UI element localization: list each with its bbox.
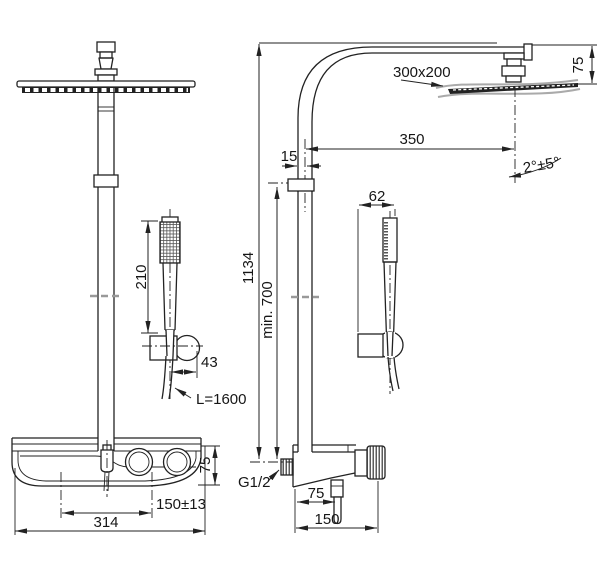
dimensions-front: 210 43 L=1600 75 150±13 314 [14, 220, 246, 535]
overhead-shower-front [16, 41, 196, 93]
dim-min-install-height: min. 700 [259, 281, 276, 339]
holder-bracket-side [357, 333, 384, 358]
dim-outlet-spacing: 150±13 [156, 496, 206, 513]
overhead-shower-side [259, 42, 581, 192]
wall-connection-nipple [280, 458, 294, 476]
dim-arm-reach: 350 [399, 131, 424, 148]
shower-hose-side [387, 356, 400, 392]
label-hose-length: L=1600 [196, 391, 246, 408]
mixer-knob-side [366, 445, 386, 480]
holder-ring-front [173, 334, 201, 362]
dim-hand-shower-length: 210 [133, 264, 150, 289]
dim-body-height-front: 75 [197, 457, 214, 474]
hand-shower-side [357, 211, 404, 394]
hand-shower-head-front [159, 221, 181, 264]
outlet-spout-side [333, 496, 342, 525]
riser-pipe-side [287, 139, 319, 452]
shower-arm-side [297, 46, 524, 192]
dim-holder-offset: 43 [201, 354, 218, 371]
mixer-body-front [11, 437, 202, 487]
mixer-knob-right [162, 447, 192, 477]
mixer-side [280, 444, 386, 525]
mixer-front [11, 437, 202, 497]
hand-shower-front [142, 209, 203, 400]
dim-spray-angle: 2°±5° [522, 154, 561, 177]
dim-spout-offset: 75 [308, 485, 325, 502]
riser-pipe-front [90, 87, 122, 451]
shower-head-plate [16, 80, 196, 88]
shower-head-plate-side [448, 83, 578, 94]
pipe-collar-front [93, 174, 119, 188]
side-view: 300x200 75 350 15 2°±5° 62 1134 min. 700 [238, 42, 597, 533]
dim-hand-shower-width: 62 [369, 188, 386, 205]
shower-hose-front [161, 355, 174, 400]
mixer-knob-left [124, 447, 154, 477]
pipe-collar-side [287, 178, 315, 192]
dim-body-width: 314 [93, 514, 118, 531]
dim-head-drop: 75 [570, 57, 587, 74]
dim-riser-offset: 15 [281, 148, 298, 165]
dim-body-depth: 150 [314, 511, 339, 528]
front-view: 210 43 L=1600 75 150±13 314 [11, 41, 246, 535]
dim-total-height: 1134 [240, 252, 257, 284]
dimensions-side: 300x200 75 350 15 2°±5° 62 1134 min. 700 [238, 44, 597, 533]
label-connection-thread: G1/2 [238, 474, 271, 491]
label-head-size: 300x200 [393, 64, 451, 81]
